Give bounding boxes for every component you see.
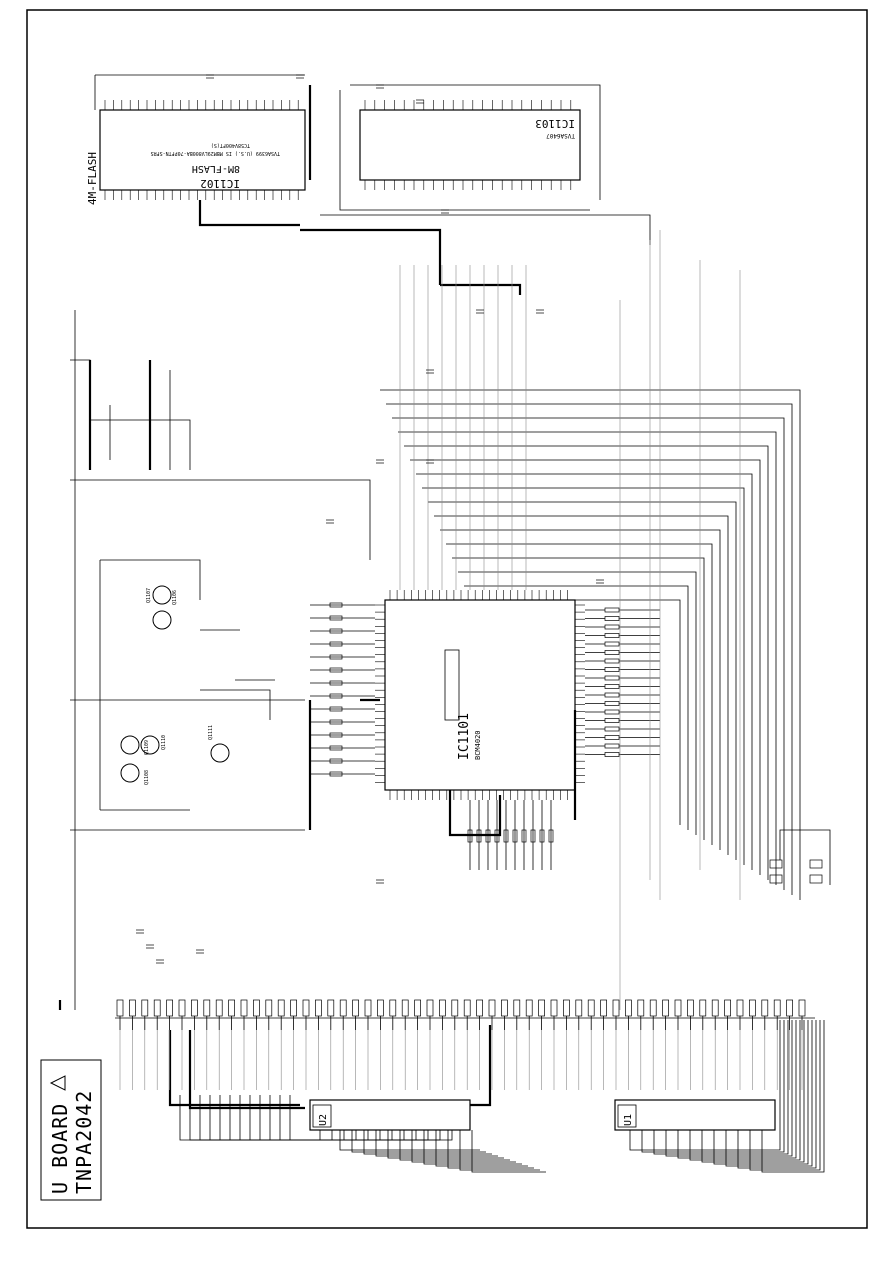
board-title-line1: U BOARD	[48, 1103, 72, 1194]
q1107-transistor: Q1107	[146, 588, 172, 630]
ic1102-flash-chip: IC1102 8M-FLASH TVSA6399 (U.S.) IS MBM29…	[99, 100, 306, 200]
page-frame	[26, 9, 868, 1229]
svg-text:Q1106: Q1106	[172, 590, 178, 605]
flash-4m-label: 4M-FLASH	[86, 152, 99, 205]
svg-text:Q1110: Q1110	[161, 735, 167, 750]
ic1103-chip: IC1103 TVSA6407	[359, 100, 581, 190]
q1108-transistor: Q1108	[120, 763, 150, 785]
u2-module: U2	[309, 1099, 471, 1131]
ic1102-label: IC1102	[200, 177, 240, 190]
board-title-block: U BOARD TNPA2042	[40, 1059, 102, 1201]
ic1102-part: TVSA6399 (U.S.) IS MBM29LV800BA-70PFTN-S…	[151, 150, 280, 156]
u2-label: U2	[318, 1114, 329, 1126]
svg-text:Q1108: Q1108	[144, 770, 150, 785]
u1-label: U1	[623, 1114, 634, 1126]
ic1103-part: TVSA6407	[546, 132, 575, 139]
u1-module: U1	[614, 1099, 776, 1131]
svg-text:Q1111: Q1111	[208, 725, 214, 740]
components	[116, 74, 823, 1017]
wiring-bold	[58, 85, 577, 1110]
svg-text:Q1107: Q1107	[146, 588, 152, 603]
q1111-transistor: Q1111	[208, 725, 230, 763]
ic1102-sublabel: 8M-FLASH	[192, 163, 240, 174]
q1106-transistor: Q1106	[152, 585, 178, 605]
wiring-grey	[119, 230, 803, 1090]
wiring-black	[70, 74, 831, 1173]
svg-text:Q1109: Q1109	[144, 740, 150, 755]
ic1101-main-chip: IC1101 BCM4020	[375, 590, 585, 800]
caution-triangle-icon	[49, 1075, 66, 1091]
ic1103-label: IC1103	[535, 117, 575, 130]
ic1102-part2: TC58V400FT(S)	[211, 142, 250, 148]
ic1101-label: IC1101	[457, 713, 472, 760]
q1110-transistor: Q1110	[140, 735, 167, 755]
board-title-line2: TNPA2042	[72, 1090, 96, 1194]
q1109-transistor: Q1109	[120, 735, 150, 755]
ic1101-part: BCM4020	[474, 730, 482, 760]
